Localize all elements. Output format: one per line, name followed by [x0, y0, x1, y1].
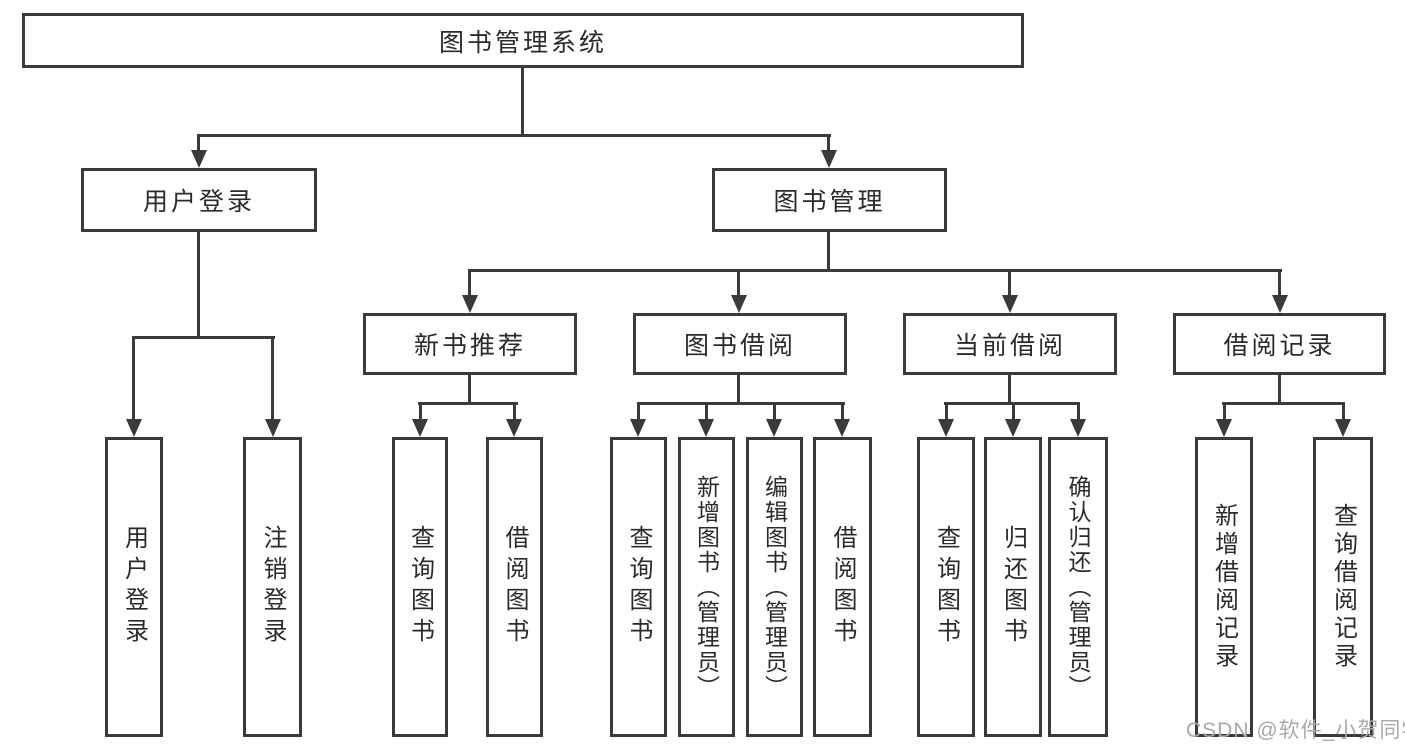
- leaf-query-books: 查询图书: [392, 437, 448, 737]
- connector-drop-leaf: [1077, 402, 1080, 422]
- connector-level2-branch: [197, 134, 831, 137]
- connector-drop-recommend: [468, 269, 471, 297]
- leaf-label: 归还图书: [999, 525, 1027, 649]
- leaf-label: 编辑图书（管理员）: [761, 474, 788, 700]
- node-user-login: 用户登录: [81, 168, 317, 232]
- connector-drop-leaf: [419, 402, 422, 422]
- node-label: 用户登录: [142, 188, 255, 216]
- arrowhead-down-icon: [126, 419, 142, 437]
- connector-user-branch: [132, 336, 275, 339]
- node-new-book-recommend: 新书推荐: [363, 313, 577, 375]
- node-root-label: 图书管理系统: [438, 28, 607, 57]
- leaf-label: 用户登录: [120, 525, 148, 649]
- arrowhead-down-icon: [1335, 419, 1351, 437]
- leaf-query-books: 查询图书: [917, 437, 975, 737]
- connector-drop-leaf: [841, 402, 844, 422]
- connector-drop-leaf: [1342, 402, 1345, 422]
- leaf-user-login: 用户登录: [105, 437, 163, 737]
- arrowhead-down-icon: [265, 419, 281, 437]
- leaf-label: 借阅图书: [501, 525, 528, 649]
- leaf-query-books: 查询图书: [610, 437, 667, 737]
- connector-recommend-drop: [468, 375, 471, 404]
- arrowhead-down-icon: [506, 419, 522, 437]
- connector-current-drop: [1008, 375, 1011, 404]
- connector-drop-leaf: [1223, 402, 1226, 422]
- connector-recommend-branch: [418, 402, 518, 405]
- connector-drop-records: [1278, 269, 1281, 297]
- node-borrow-records: 借阅记录: [1173, 313, 1386, 375]
- connector-drop-leaf: [773, 402, 776, 422]
- connector-drop-current: [1008, 269, 1011, 297]
- leaf-query-borrow-record: 查询借阅记录: [1313, 437, 1373, 737]
- leaf-logout: 注销登录: [243, 437, 302, 737]
- node-root: 图书管理系统: [22, 13, 1024, 68]
- leaf-add-books-admin: 新增图书（管理员）: [678, 437, 735, 737]
- node-label: 图书借阅: [683, 332, 796, 360]
- connector-drop-book-mgmt: [827, 134, 830, 152]
- node-label: 当前借阅: [953, 332, 1066, 360]
- arrowhead-down-icon: [834, 419, 850, 437]
- connector-book-mgmt-drop: [827, 232, 830, 272]
- arrowhead-down-icon: [412, 419, 428, 437]
- arrowhead-down-icon: [731, 295, 747, 313]
- connector-level3-branch: [468, 269, 1282, 272]
- leaf-confirm-return-admin: 确认归还（管理员）: [1048, 437, 1108, 737]
- csdn-watermark: CSDN @软件_小贺同学: [1186, 719, 1405, 742]
- leaf-label: 新增借阅记录: [1210, 503, 1238, 671]
- connector-drop-leaf: [1012, 402, 1015, 422]
- node-current-borrow: 当前借阅: [903, 313, 1117, 375]
- leaf-borrow-books: 借阅图书: [813, 437, 872, 737]
- arrowhead-down-icon: [821, 150, 837, 168]
- connector-drop-leaf: [132, 336, 135, 420]
- connector-records-drop: [1278, 375, 1281, 404]
- node-label: 新书推荐: [413, 332, 526, 360]
- arrowhead-down-icon: [1272, 295, 1288, 313]
- node-label: 借阅记录: [1223, 332, 1336, 360]
- leaf-label: 借阅图书: [829, 525, 856, 649]
- connector-drop-borrow: [737, 269, 740, 297]
- leaf-label: 查询图书: [932, 525, 960, 649]
- arrowhead-down-icon: [462, 295, 478, 313]
- leaf-label: 确认归还（管理员）: [1065, 474, 1091, 700]
- leaf-label: 注销登录: [259, 525, 286, 649]
- connector-records-branch: [1222, 402, 1345, 405]
- connector-drop-leaf: [945, 402, 948, 422]
- leaf-label: 查询借阅记录: [1329, 503, 1357, 671]
- leaf-edit-books-admin: 编辑图书（管理员）: [746, 437, 803, 737]
- connector-root-drop: [521, 68, 524, 136]
- arrowhead-down-icon: [191, 150, 207, 168]
- node-label: 图书管理: [773, 188, 886, 216]
- arrowhead-down-icon: [938, 419, 954, 437]
- connector-borrow-drop: [737, 375, 740, 404]
- arrowhead-down-icon: [698, 419, 714, 437]
- arrowhead-down-icon: [766, 419, 782, 437]
- connector-drop-leaf: [513, 402, 516, 422]
- connector-drop-leaf: [271, 336, 274, 420]
- connector-drop-leaf: [637, 402, 640, 422]
- leaf-borrow-books: 借阅图书: [486, 437, 543, 737]
- connector-drop-user-login: [197, 134, 200, 152]
- leaf-label: 查询图书: [406, 525, 434, 649]
- node-book-management: 图书管理: [712, 168, 947, 232]
- arrowhead-down-icon: [1070, 419, 1086, 437]
- leaf-return-books: 归还图书: [984, 437, 1042, 737]
- leaf-label: 新增图书（管理员）: [693, 474, 720, 700]
- connector-drop-leaf: [705, 402, 708, 422]
- arrowhead-down-icon: [1216, 419, 1232, 437]
- arrowhead-down-icon: [630, 419, 646, 437]
- leaf-label: 查询图书: [625, 525, 652, 649]
- arrowhead-down-icon: [1002, 295, 1018, 313]
- leaf-add-borrow-record: 新增借阅记录: [1195, 437, 1253, 737]
- connector-user-login-drop: [197, 232, 200, 338]
- node-book-borrow: 图书借阅: [633, 313, 847, 375]
- connector-borrow-branch: [637, 402, 845, 405]
- arrowhead-down-icon: [1005, 419, 1021, 437]
